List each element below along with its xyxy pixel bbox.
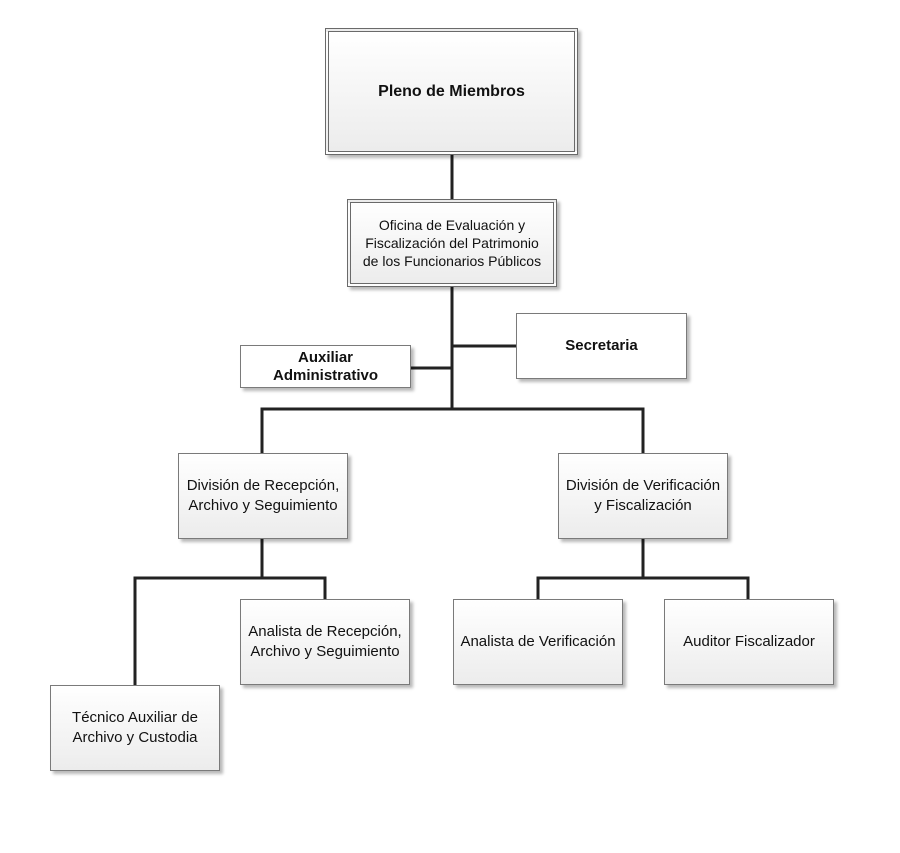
node-analista-verificacion: Analista de Verificación xyxy=(453,599,623,685)
node-label: Auditor Fiscalizador xyxy=(683,632,815,650)
node-label: Analista de Recepción, Archivo y Seguimi… xyxy=(248,622,402,660)
node-oficina-evaluacion: Oficina de Evaluación y Fiscalización de… xyxy=(347,199,557,287)
node-division-recepcion: División de Recepción, Archivo y Seguimi… xyxy=(178,453,348,539)
node-label: División de Verificación y Fiscalización xyxy=(565,476,721,514)
node-auxiliar-administrativo: Auxiliar Administrativo xyxy=(240,345,411,388)
node-label: Analista de Verificación xyxy=(460,632,616,650)
node-label: Secretaria xyxy=(565,336,638,354)
node-label: Pleno de Miembros xyxy=(378,82,525,100)
node-analista-recepcion: Analista de Recepción, Archivo y Seguimi… xyxy=(240,599,410,685)
node-label: División de Recepción, Archivo y Seguimi… xyxy=(186,476,340,514)
node-pleno-de-miembros: Pleno de Miembros xyxy=(325,28,578,155)
node-division-verificacion: División de Verificación y Fiscalización xyxy=(558,453,728,539)
node-label: Auxiliar Administrativo xyxy=(272,348,378,384)
node-auditor-fiscalizador: Auditor Fiscalizador xyxy=(664,599,834,685)
node-label: Técnico Auxiliar de Archivo y Custodia xyxy=(72,708,198,746)
node-secretaria: Secretaria xyxy=(516,313,687,379)
node-tecnico-auxiliar: Técnico Auxiliar de Archivo y Custodia xyxy=(50,685,220,771)
node-label: Oficina de Evaluación y Fiscalización de… xyxy=(362,216,542,270)
